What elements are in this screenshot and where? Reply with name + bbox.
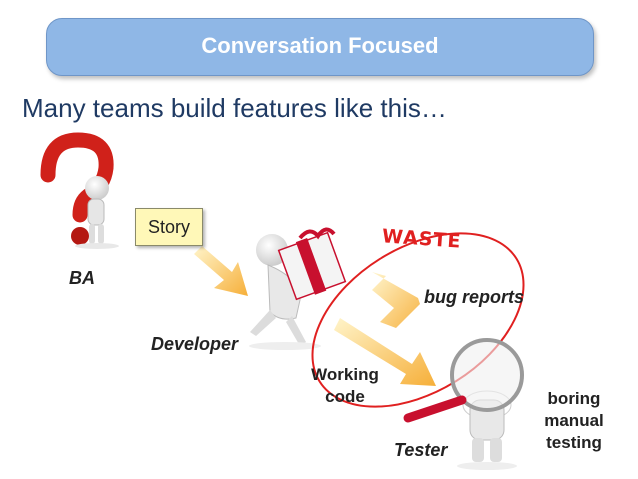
developer-label: Developer	[151, 334, 239, 354]
question-mark-icon	[40, 132, 114, 245]
story-card: Story	[135, 208, 203, 246]
title-banner: Conversation Focused	[46, 18, 594, 76]
story-arrow	[194, 246, 248, 296]
ba-figure	[75, 176, 119, 249]
developer-figure	[249, 234, 321, 350]
working-code-label: Working code	[311, 365, 379, 406]
working-code-arrow	[334, 318, 436, 386]
boring-manual-testing-label: boring manual testing	[544, 389, 604, 452]
bug-reports-label: bug reports	[424, 287, 525, 307]
gift-box	[277, 227, 347, 301]
ba-label: BA	[69, 268, 95, 288]
magnifying-glass-icon	[403, 338, 524, 423]
bug-reports-arrow	[372, 272, 420, 328]
banner-title: Conversation Focused	[201, 33, 439, 58]
tester-label: Tester	[394, 440, 448, 460]
subtitle: Many teams build features like this…	[22, 93, 447, 123]
